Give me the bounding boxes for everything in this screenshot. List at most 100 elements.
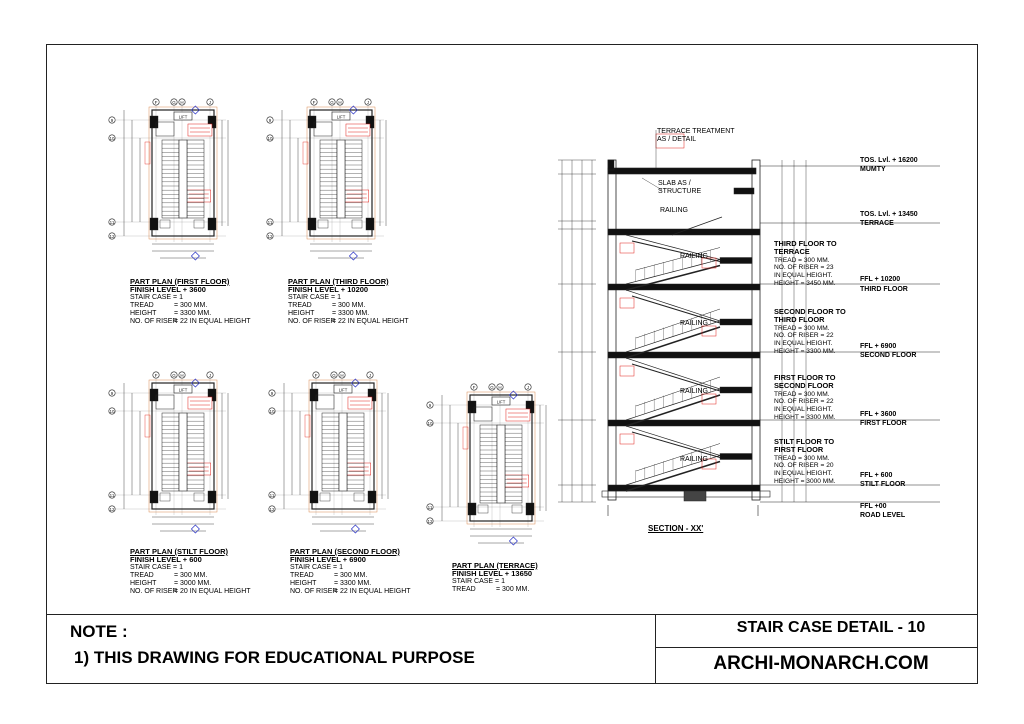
section-marker-top bbox=[190, 105, 200, 115]
waist-slab bbox=[625, 264, 721, 291]
level-value: FFL + 600 bbox=[860, 472, 893, 479]
grid-col-label: J bbox=[369, 373, 371, 378]
spec-row: TREAD= 300 MM. bbox=[130, 572, 208, 579]
plan-finish-level: FINISH LEVEL + 6900 bbox=[290, 555, 366, 564]
stair-flight-upper bbox=[625, 234, 721, 260]
lift-label: LIFT bbox=[339, 388, 348, 393]
lift-label: LIFT bbox=[179, 115, 188, 120]
flight-left bbox=[161, 412, 180, 492]
floor-slab bbox=[607, 351, 761, 359]
grid-row-label: 9 bbox=[429, 403, 432, 408]
section-wall-right bbox=[751, 159, 761, 501]
grid-col-label: H bbox=[180, 100, 183, 105]
landing-block bbox=[159, 492, 171, 502]
grid-col-label: J bbox=[209, 100, 211, 105]
grid-col-label: J bbox=[209, 373, 211, 378]
railing-label: RAILING bbox=[680, 456, 709, 463]
flight-left bbox=[319, 139, 338, 219]
section-marker-top bbox=[350, 378, 360, 388]
grid-row-label: 12 bbox=[109, 234, 115, 239]
grid-col-label: H bbox=[498, 385, 501, 390]
grid-col-label: H bbox=[180, 373, 183, 378]
grid-row-label: 10 bbox=[109, 409, 115, 414]
grid-row-label: 12 bbox=[109, 507, 115, 512]
mid-landing bbox=[719, 453, 753, 460]
landing-block bbox=[159, 219, 171, 229]
structural-column bbox=[307, 217, 317, 231]
slab-note: SLAB AS / STRUCTURE bbox=[658, 180, 702, 195]
grid-col-label: F bbox=[313, 100, 316, 105]
handrail bbox=[635, 247, 721, 271]
lift-box bbox=[333, 384, 353, 394]
grid-row-label: 12 bbox=[269, 507, 275, 512]
flight-left bbox=[161, 139, 180, 219]
plan-title: PART PLAN (FIRST FLOOR) bbox=[130, 277, 230, 286]
grid-row-label: 10 bbox=[427, 421, 433, 426]
section-level-tag bbox=[701, 458, 717, 470]
mid-landing bbox=[719, 318, 753, 326]
grid-col-label: G bbox=[330, 100, 334, 105]
vertical-tag bbox=[302, 141, 309, 165]
landing-block bbox=[477, 504, 489, 514]
stair-well bbox=[336, 139, 346, 219]
structural-column bbox=[525, 502, 535, 516]
outline-offset bbox=[148, 106, 218, 240]
titleblock-divider bbox=[655, 614, 656, 684]
plan-finish-level: FINISH LEVEL + 13650 bbox=[452, 569, 533, 578]
terrace-treatment-note: TERRACE TREATMENT AS / DETAIL bbox=[657, 128, 735, 143]
structural-column bbox=[365, 217, 375, 231]
section-marker-bottom bbox=[508, 536, 518, 546]
flight-right bbox=[346, 412, 365, 492]
spec-row: NO. OF RISER= 20 IN EQUAL HEIGHT bbox=[130, 588, 251, 595]
spec-row: HEIGHT= 3300 MM. bbox=[130, 310, 212, 317]
level-tag-top bbox=[187, 396, 213, 410]
section-level-tag bbox=[619, 365, 635, 377]
outline-offset bbox=[148, 379, 218, 513]
grid-row-label: 11 bbox=[110, 493, 115, 498]
level-tag-top bbox=[345, 123, 371, 137]
waist-slab bbox=[631, 363, 721, 392]
lift-box bbox=[491, 396, 511, 406]
spec-row: HEIGHT= 3300 MM. bbox=[290, 580, 372, 587]
plan-caption-first-floor: PART PLAN (FIRST FLOOR) FINISH LEVEL + 3… bbox=[130, 278, 251, 326]
level-value: FFL +00 bbox=[860, 503, 887, 510]
grid-col-label: G bbox=[172, 373, 176, 378]
handrail bbox=[635, 376, 721, 407]
structural-column bbox=[207, 490, 217, 504]
grid-row-label: 12 bbox=[267, 234, 273, 239]
level-tag-bottom bbox=[186, 462, 211, 476]
stair-enclosure bbox=[151, 382, 215, 510]
landing-door bbox=[155, 121, 175, 137]
plan-title: PART PLAN (SECOND FLOOR) bbox=[290, 547, 400, 556]
waist-slab bbox=[631, 295, 721, 324]
grid-col-label: H bbox=[338, 100, 341, 105]
lift-box bbox=[331, 111, 351, 121]
section-marker-bottom bbox=[190, 524, 200, 534]
level-tag-top bbox=[347, 396, 373, 410]
grid-col-label: G bbox=[172, 100, 176, 105]
spec-row: HEIGHT= 3300 MM. bbox=[288, 310, 370, 317]
level-value: FFL + 3600 bbox=[860, 411, 897, 418]
grid-row-label: 9 bbox=[271, 391, 274, 396]
level-name: ROAD LEVEL bbox=[860, 512, 906, 519]
landing-block bbox=[193, 492, 205, 502]
outline-offset bbox=[308, 379, 378, 513]
footing bbox=[683, 490, 707, 502]
stair-flight-upper bbox=[625, 425, 721, 456]
grid-col-label: G bbox=[490, 385, 494, 390]
section-marker-bottom bbox=[348, 251, 358, 261]
plan-finish-level: FINISH LEVEL + 600 bbox=[130, 555, 202, 564]
spec-row: NO. OF RISER= 22 IN EQUAL HEIGHT bbox=[288, 318, 409, 325]
level-value: FFL + 10200 bbox=[860, 276, 901, 283]
grid-row-label: 10 bbox=[269, 409, 275, 414]
spec-row: TREAD= 300 MM. bbox=[452, 586, 530, 593]
stair-flight-upper bbox=[625, 289, 721, 322]
lift-label: LIFT bbox=[497, 400, 506, 405]
spec-row: NO. OF RISER= 22 IN EQUAL HEIGHT bbox=[130, 318, 251, 325]
structural-column bbox=[149, 490, 159, 504]
railing-label: RAILING bbox=[680, 388, 709, 395]
